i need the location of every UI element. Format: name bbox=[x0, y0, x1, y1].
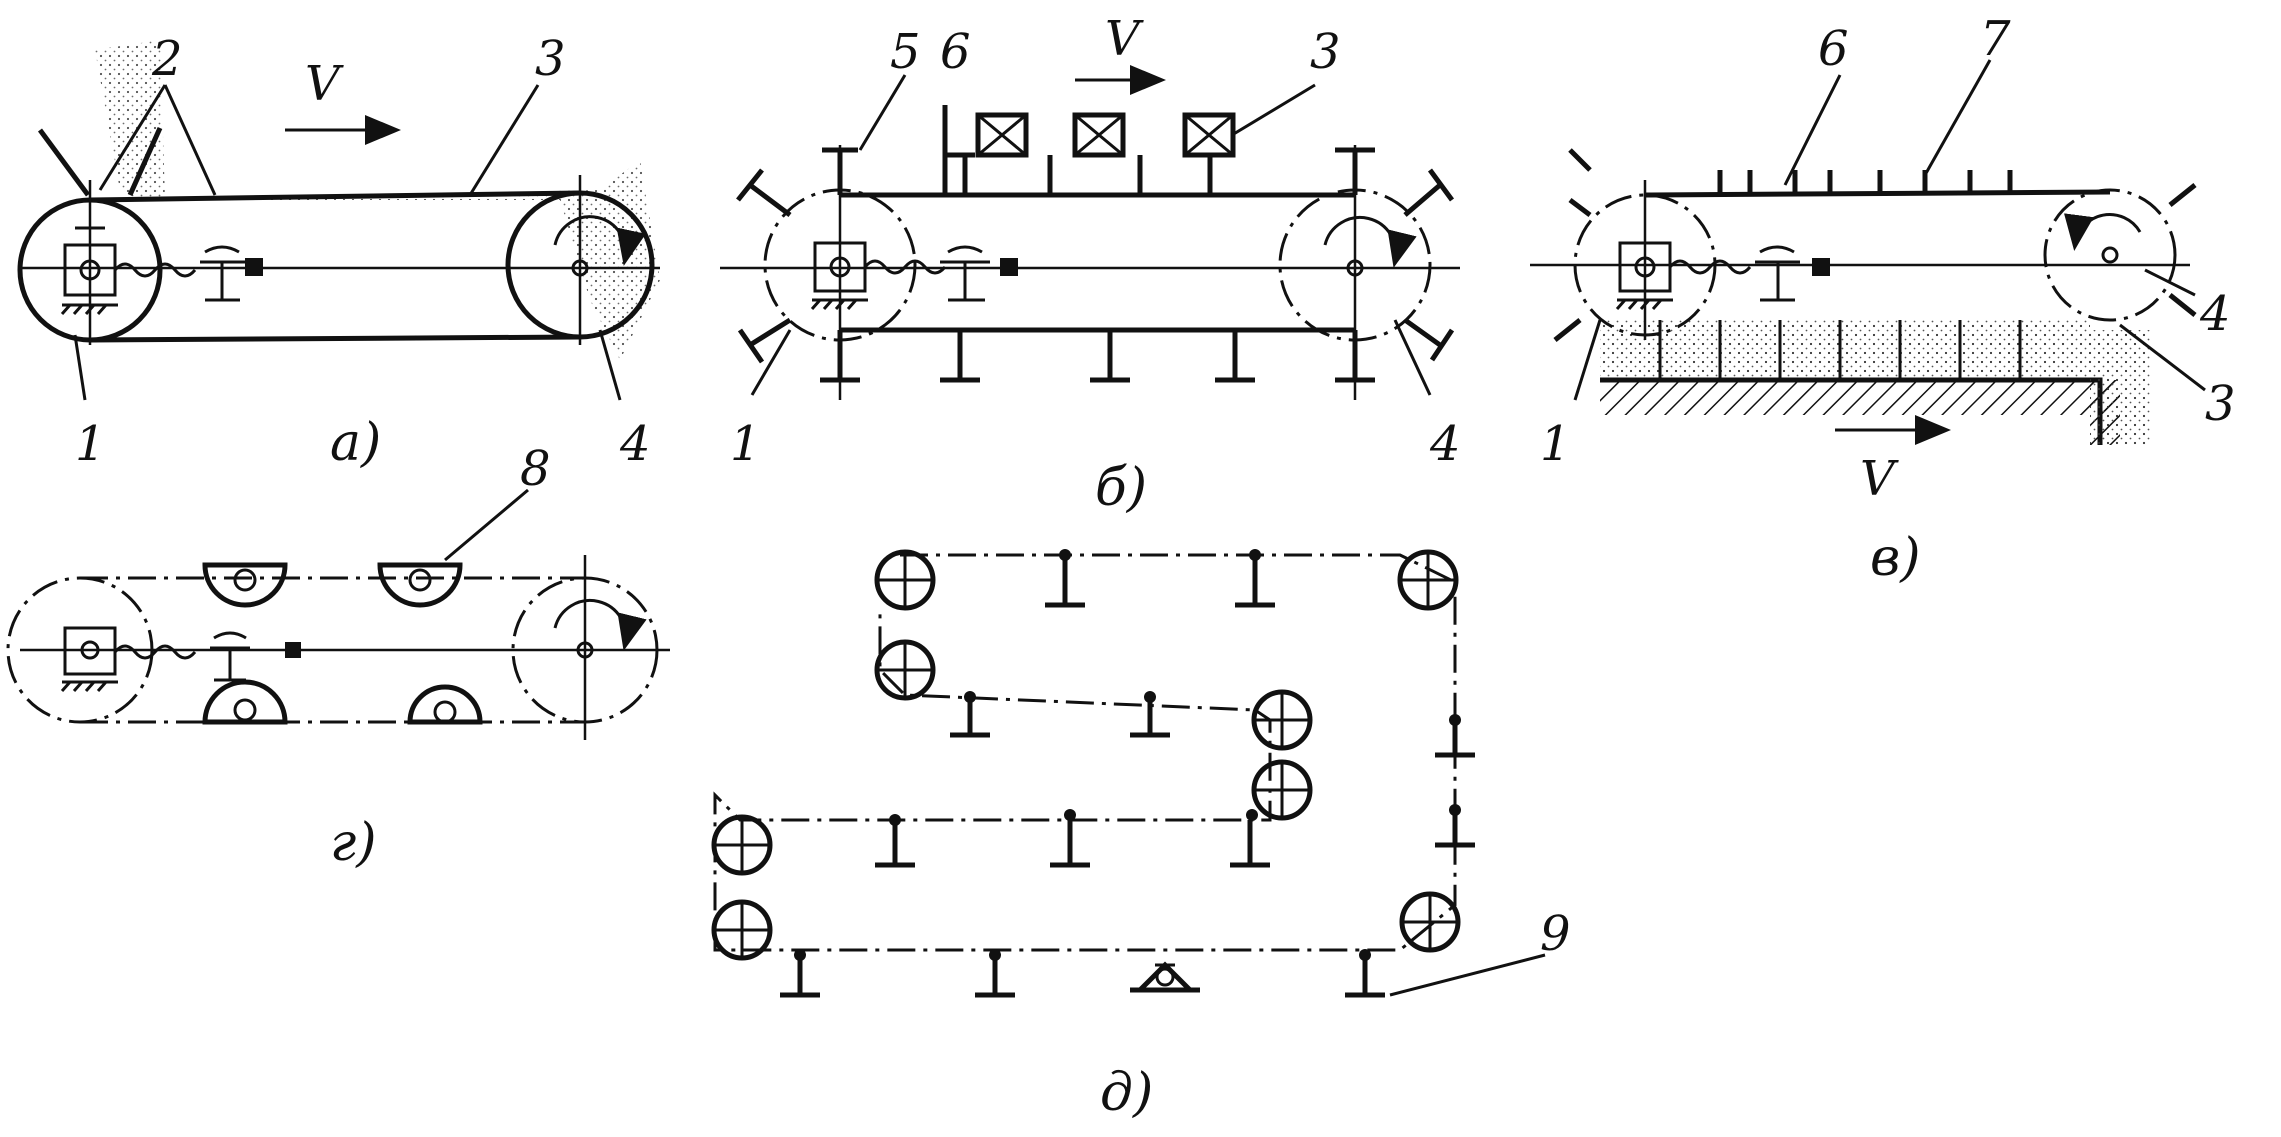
figure-d: 9 д) bbox=[711, 549, 1571, 1123]
tension-sprocket bbox=[2043, 188, 2177, 322]
figure-v: V 6 7 4 3 1 в) bbox=[1530, 11, 2236, 588]
coupling-icon bbox=[113, 644, 197, 660]
bulk-cargo bbox=[1600, 320, 2090, 380]
overhead-track bbox=[713, 553, 1457, 952]
coupling-icon bbox=[1668, 259, 1752, 275]
label-1: 1 bbox=[730, 416, 761, 472]
velocity-label: V bbox=[1860, 451, 1899, 507]
label-1: 1 bbox=[75, 416, 106, 472]
bucket-3 bbox=[202, 679, 288, 725]
load-box-3 bbox=[1182, 112, 1236, 158]
rotation-arrow-icon bbox=[2064, 213, 2142, 251]
motor-icon bbox=[940, 245, 1018, 302]
turn-roller-4 bbox=[1251, 689, 1313, 751]
load-box-2 bbox=[1072, 112, 1126, 158]
caption-d: д) bbox=[1100, 1063, 1153, 1123]
caption-g: г) bbox=[330, 813, 377, 873]
label-3: 3 bbox=[1310, 24, 1341, 80]
label-6: 6 bbox=[940, 24, 971, 80]
label-3: 3 bbox=[2205, 376, 2236, 432]
figure-g: 8 г) bbox=[6, 441, 670, 873]
velocity-label: V bbox=[305, 56, 344, 112]
bucket-4 bbox=[407, 684, 483, 725]
coupling-icon bbox=[863, 259, 947, 275]
label-6: 6 bbox=[1818, 21, 1849, 77]
label-9: 9 bbox=[1540, 906, 1571, 962]
label-4: 4 bbox=[2199, 286, 2231, 342]
load-box-1 bbox=[975, 112, 1029, 158]
turn-roller-8 bbox=[1399, 891, 1461, 953]
coupling-icon bbox=[113, 262, 197, 278]
drive-station-icon bbox=[1130, 961, 1200, 993]
bulk-material bbox=[95, 40, 660, 360]
hopper-left-wall bbox=[37, 128, 91, 197]
hopper-right-wall bbox=[127, 126, 163, 197]
belt-bottom bbox=[89, 334, 581, 343]
belt-top bbox=[89, 190, 581, 203]
drive-gearbox-icon bbox=[60, 626, 118, 692]
label-7: 7 bbox=[1980, 11, 2011, 67]
bucket-1 bbox=[202, 562, 288, 608]
ground-hatch bbox=[1600, 380, 2120, 415]
caption-b: б) bbox=[1095, 458, 1147, 518]
motor-icon bbox=[210, 631, 301, 682]
motor-icon bbox=[1755, 245, 1830, 302]
tension-axle bbox=[571, 259, 589, 277]
caption-a: а) bbox=[330, 413, 381, 473]
label-2: 2 bbox=[151, 31, 183, 87]
rotation-arrow-icon bbox=[553, 599, 647, 651]
figure-b: V 5 6 3 1 4 б) bbox=[720, 11, 1461, 518]
label-3: 3 bbox=[535, 31, 566, 87]
rotation-arrow-icon bbox=[1323, 216, 1417, 268]
rotation-arrow-icon bbox=[553, 215, 646, 266]
turn-roller-6 bbox=[711, 814, 773, 876]
label-8: 8 bbox=[520, 441, 551, 497]
velocity-label: V bbox=[1105, 11, 1144, 67]
bucket-2 bbox=[377, 562, 463, 608]
turn-roller-3 bbox=[1397, 549, 1459, 611]
turn-roller-2 bbox=[874, 639, 936, 701]
label-5: 5 bbox=[890, 24, 921, 80]
figure-a: V 2 3 1 4 а) bbox=[17, 31, 660, 473]
turn-roller-1 bbox=[874, 549, 936, 611]
caption-v: в) bbox=[1870, 528, 1921, 588]
motor-icon bbox=[200, 245, 263, 302]
label-4: 4 bbox=[619, 416, 651, 472]
label-4: 4 bbox=[1429, 416, 1461, 472]
turn-roller-7 bbox=[711, 899, 773, 961]
label-1: 1 bbox=[1540, 416, 1571, 472]
turn-roller-5 bbox=[1251, 759, 1313, 821]
